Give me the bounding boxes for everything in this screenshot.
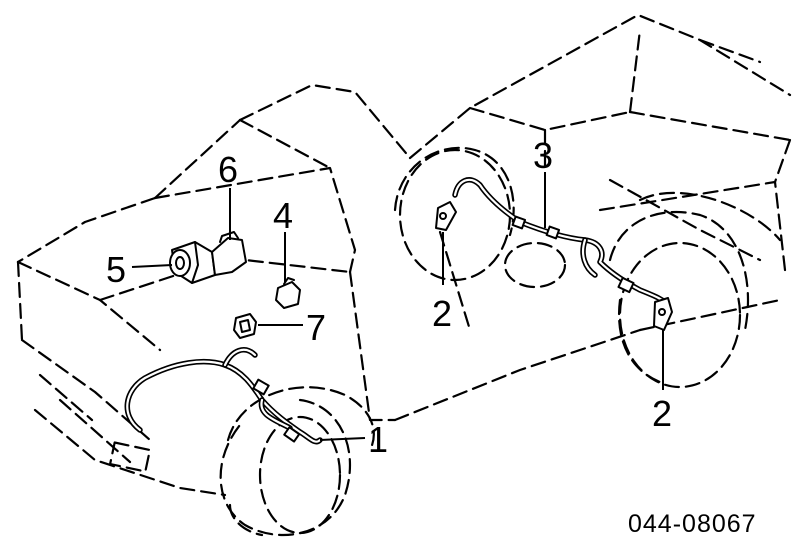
rear-wheel-right — [608, 191, 782, 389]
callout-1-front-harness: 1 — [368, 419, 388, 460]
actuator-bracket — [211, 231, 247, 276]
abs-computer — [233, 313, 257, 339]
front-wheel — [219, 398, 352, 537]
abs-actuator — [169, 241, 216, 284]
leader-lines — [131, 172, 664, 441]
callout-4-relay: 4 — [273, 195, 293, 236]
abs-relay — [275, 277, 301, 309]
callout-3-rear-harness: 3 — [533, 135, 553, 176]
front-abs-sensor-harness — [124, 347, 323, 445]
callout-2-rear-left-sensor: 2 — [432, 293, 452, 334]
callout-2-rear-right-sensor: 2 — [652, 393, 672, 434]
callout-5-actuator: 5 — [106, 249, 126, 290]
rear-left-speed-sensor — [435, 201, 457, 231]
rear-abs-sensor-harness — [452, 177, 671, 309]
rear-right-speed-sensor — [653, 297, 673, 331]
callout-6-bracket: 6 — [218, 149, 238, 190]
diagram-part-number: 044-08067 — [628, 510, 757, 538]
callout-7-computer: 7 — [306, 307, 326, 348]
